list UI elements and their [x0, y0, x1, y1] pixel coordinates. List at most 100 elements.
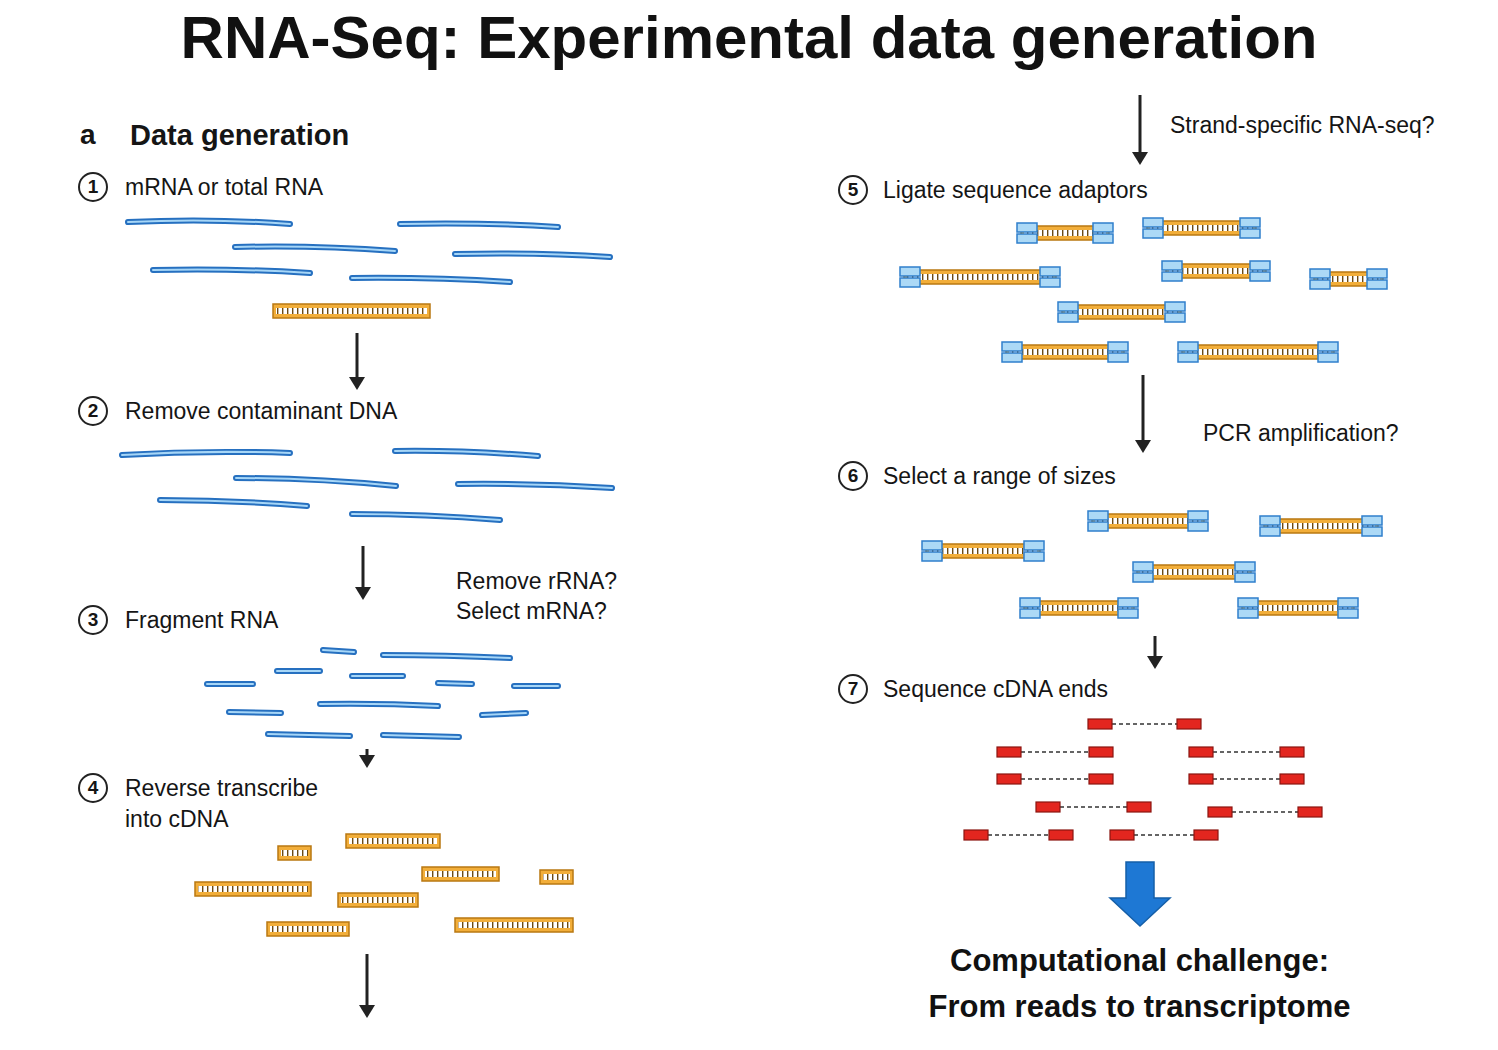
size-selected-cdna-part [1188, 522, 1208, 531]
rna-highlight [122, 451, 612, 520]
cdna-fragments-part [349, 838, 437, 844]
rna-strands-part-part [395, 451, 538, 456]
paired-reads-part [1189, 774, 1213, 784]
block-arrow [1110, 862, 1170, 926]
dna-contaminant-part [273, 304, 430, 318]
step-group: 4 Reverse transcribe into cDNA [75, 771, 620, 951]
size-selected-cdna-part [1137, 565, 1251, 579]
step-title: mRNA or total RNA [125, 172, 605, 203]
size-selected-cdna-part [1260, 527, 1280, 536]
adaptor-ligated-cdna-part [1021, 226, 1109, 240]
cdna-fragments-part [270, 926, 346, 932]
rna-fragments-part-part [383, 735, 459, 737]
cdna-fragments-part [455, 918, 573, 932]
size-selected-cdna-part [1020, 598, 1040, 607]
adaptor-ligated-cdna [900, 218, 1387, 362]
rna-strands-part-part [458, 484, 612, 488]
adaptor-ligated-cdna-part [1017, 234, 1037, 243]
adaptor-ligated-cdna-part [1017, 223, 1037, 232]
rna-strands-part [128, 220, 610, 282]
arrow-head [1147, 656, 1163, 669]
rna-strands [122, 451, 612, 520]
paired-reads-part [988, 834, 1049, 835]
rna-highlight [128, 220, 610, 282]
size-selected-cdna-part [1245, 605, 1351, 611]
adaptor-ligated-cdna-part [900, 278, 920, 287]
rna-fragments-part-part [482, 713, 526, 715]
cdna-fragments-part [425, 871, 496, 877]
size-selected-cdna-part [1140, 569, 1248, 575]
size-selected-cdna-part [1238, 598, 1258, 607]
rna-strands-part-part [153, 269, 310, 273]
rna-fragments-part-part [229, 712, 281, 713]
arrow-shaft [366, 954, 369, 1006]
step-group: 7Sequence cDNA ends [835, 672, 1435, 847]
adaptor-ligated-cdna-part [1093, 223, 1113, 232]
paired-reads-part [1088, 719, 1112, 729]
rna-strands-part-part [160, 500, 307, 506]
adaptor-ligated-cdna-part [1310, 280, 1330, 289]
adaptor-ligated-cdna-part [1367, 269, 1387, 278]
cdna-fragments-part [543, 874, 570, 880]
adaptor-ligated-cdna-part [1178, 342, 1198, 351]
rna-strands-part [122, 451, 612, 520]
step-number: 1 [78, 172, 108, 202]
rna-fragments-part [207, 650, 558, 737]
paired-reads-part [1089, 747, 1113, 757]
adaptor-ligated-cdna-part [1166, 264, 1266, 278]
step-number: 4 [78, 773, 108, 803]
paired-reads-part [1112, 723, 1177, 724]
paired-reads-part [1021, 778, 1089, 779]
paired-reads-part [964, 830, 988, 840]
adaptor-ligated-cdna-part [1143, 218, 1163, 227]
adaptor-ligated-cdna-part [1240, 218, 1260, 227]
adaptor-ligated-cdna-part [1040, 278, 1060, 287]
rna-strands-part-part [352, 514, 500, 520]
paired-reads-part [1134, 834, 1194, 835]
size-selected-cdna-part [1235, 562, 1255, 571]
size-selected-cdna-part [1338, 609, 1358, 618]
adaptor-ligated-cdna-part [1006, 345, 1124, 359]
size-selected-cdna-part [1118, 609, 1138, 618]
step-group: 5Ligate sequence adaptors [835, 168, 1435, 372]
size-selected-cdna-part [1118, 598, 1138, 607]
panel-heading: Data generation [130, 118, 349, 152]
rna-strands-part-part [455, 253, 610, 257]
size-selected-cdna-part [1242, 601, 1354, 615]
adaptor-ligated-cdna-part [1162, 272, 1182, 281]
adaptor-ligated-cdna-part [1002, 342, 1022, 351]
step-title: Remove contaminant DNA [125, 396, 605, 427]
adaptor-ligated-cdna-part [1185, 349, 1331, 355]
size-selected-cdna-part [922, 552, 942, 561]
size-selected-cdna-part [926, 544, 1040, 558]
size-selected-cdna-part [1092, 514, 1204, 528]
arrow-shaft [366, 749, 369, 756]
paired-reads-part [1213, 751, 1280, 752]
paired-reads-part [1021, 751, 1089, 752]
rna-strands [128, 220, 610, 282]
adaptor-ligated-cdna-part [900, 267, 920, 276]
cdna-fragments-part [195, 882, 311, 896]
paired-reads-part [1298, 807, 1322, 817]
rna-fragments-part-part [514, 683, 558, 689]
size-selected-cdna-part [1260, 516, 1280, 525]
size-selected-cdna-part [1020, 609, 1040, 618]
result-box: Computational challenge: From reads to t… [917, 938, 1362, 1030]
step-title: Reverse transcribe into cDNA [125, 773, 357, 835]
step-title: Select a range of sizes [883, 461, 1423, 492]
diagram-title: RNA-Seq: Experimental data generation [0, 4, 1498, 72]
block-arrow-shape [1110, 862, 1170, 926]
adaptor-ligated-cdna-part [1024, 230, 1106, 236]
size-selected-cdna-part [929, 548, 1037, 554]
paired-reads-part [1049, 830, 1073, 840]
step-group: 6Select a range of sizes [835, 456, 1435, 633]
rna-strands-part-part [128, 220, 290, 224]
cdna-fragments-part [338, 893, 418, 907]
paired-reads-part [1208, 807, 1232, 817]
adaptor-ligated-cdna-part [1240, 229, 1260, 238]
arrow-shaft [356, 333, 359, 378]
paired-reads-part [1194, 830, 1218, 840]
flow-arrow [359, 95, 1148, 1018]
cdna-fragments-part [422, 867, 499, 881]
flow-arrow [349, 333, 365, 390]
